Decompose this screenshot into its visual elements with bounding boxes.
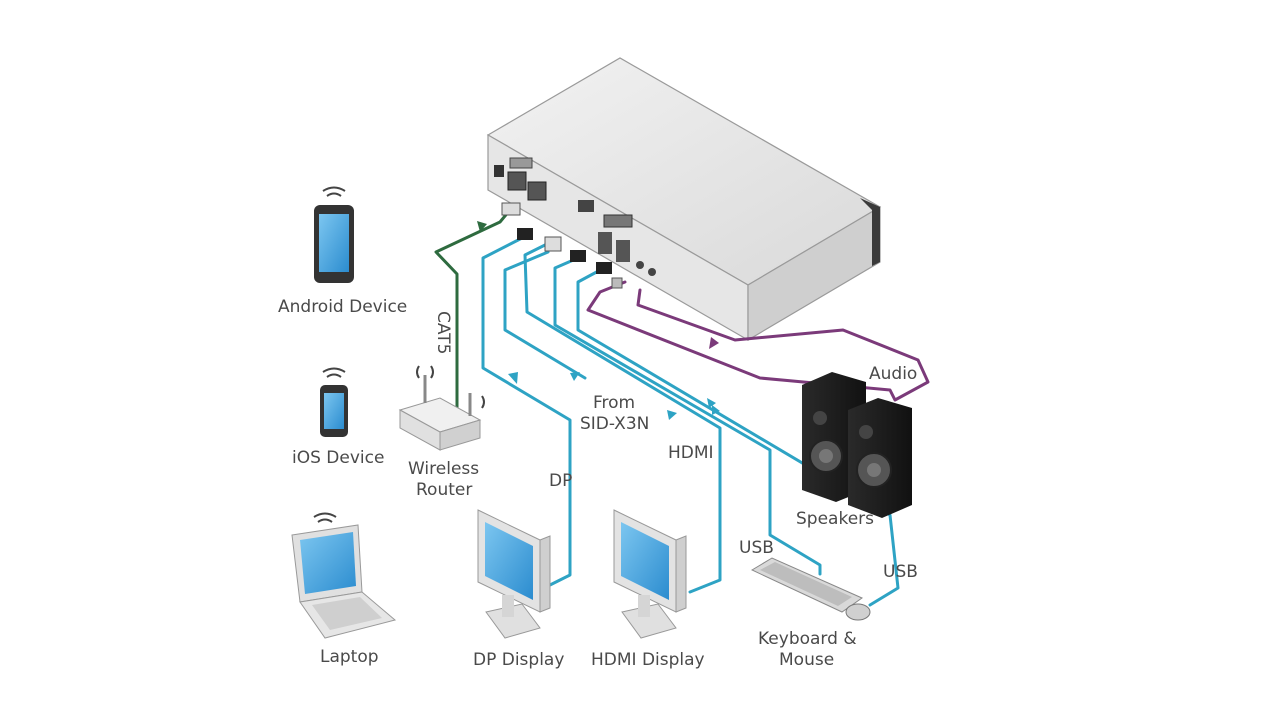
- label-audio: Audio: [869, 364, 917, 384]
- dp-display: [477, 509, 551, 639]
- cat5-cable: [434, 208, 512, 412]
- wifi-icon: [322, 367, 346, 378]
- label-usb-keyboard: USB: [739, 538, 774, 558]
- wifi-icon: [416, 365, 485, 409]
- label-cat5: CAT5: [433, 311, 453, 354]
- main-unit: [486, 57, 882, 342]
- label-hdmi-display: HDMI Display: [591, 650, 705, 670]
- ios-device: [320, 367, 348, 437]
- connector-plugs: [501, 202, 623, 289]
- label-from-1: From: [593, 393, 635, 413]
- label-dp-display: DP Display: [473, 650, 564, 670]
- hdmi-display: [613, 509, 687, 639]
- label-laptop: Laptop: [320, 647, 379, 667]
- laptop: [291, 512, 397, 639]
- android-device: [314, 186, 354, 283]
- audio-cable: [586, 280, 930, 402]
- speakers: [802, 372, 912, 518]
- label-ios-device: iOS Device: [292, 448, 384, 468]
- label-wireless-router-2: Router: [416, 480, 472, 500]
- label-hdmi-cable: HDMI: [668, 443, 714, 463]
- keyboard: [750, 557, 864, 613]
- mouse: [845, 603, 871, 621]
- dp-cable: [481, 234, 572, 587]
- label-speakers: Speakers: [796, 509, 874, 529]
- usb-keyboard-cable: [553, 256, 822, 576]
- cables: [434, 208, 930, 607]
- label-dp-cable: DP: [549, 471, 572, 491]
- usb-mouse-cable: [576, 266, 900, 607]
- label-keyboard-mouse-2: Mouse: [779, 650, 834, 670]
- hdmi-cable: [523, 243, 722, 594]
- labels: Android Device iOS Device Laptop Wireles…: [278, 297, 918, 670]
- from-cable: [503, 250, 587, 380]
- label-wireless-router-1: Wireless: [408, 459, 479, 479]
- label-keyboard-mouse-1: Keyboard &: [758, 629, 857, 649]
- wifi-icon: [313, 512, 337, 523]
- label-from-2: SID-X3N: [580, 414, 649, 434]
- label-usb-mouse: USB: [883, 562, 918, 582]
- wireless-router: [398, 365, 485, 451]
- wifi-icon: [322, 186, 346, 197]
- label-android-device: Android Device: [278, 297, 407, 317]
